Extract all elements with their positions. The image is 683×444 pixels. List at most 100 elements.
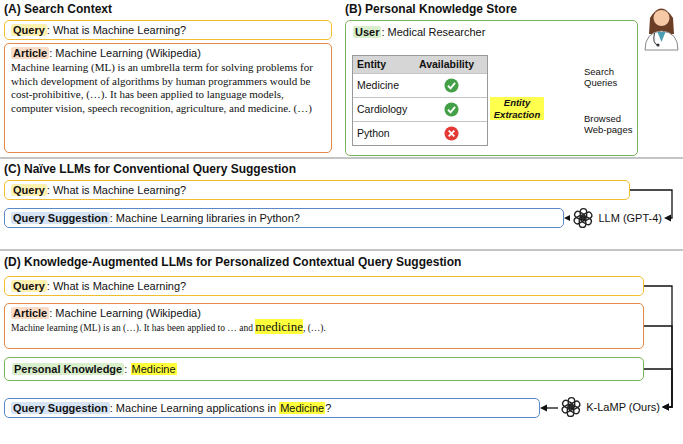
field-label: Query Suggestion bbox=[11, 402, 110, 414]
field-text: Machine learning (ML) is an umbrella ter… bbox=[11, 61, 325, 115]
arrowhead bbox=[540, 404, 547, 411]
field-text: medicine bbox=[255, 319, 303, 334]
availability-cell bbox=[415, 121, 487, 145]
text-line: Query Suggestion: Machine Learning appli… bbox=[11, 401, 533, 415]
text-line: Machine learning (ML) is an (…). It has … bbox=[11, 320, 637, 335]
knowledge-store-box: User: Medical ResearcherEntity Availabili… bbox=[345, 20, 638, 156]
tool-text: LLM (GPT-4) bbox=[598, 211, 662, 225]
check-mark bbox=[448, 83, 455, 88]
field-text: Medicine bbox=[279, 402, 325, 414]
text-line: Query: What is Machine Learning? bbox=[11, 23, 325, 37]
availability-cell bbox=[415, 97, 487, 121]
connector-arrow bbox=[540, 404, 558, 411]
field-text: , (…). bbox=[303, 323, 326, 333]
query-box: Query: What is Machine Learning? bbox=[4, 180, 630, 200]
logo-petal bbox=[562, 399, 574, 410]
entity-name: Cardiology bbox=[357, 103, 407, 116]
panel-heading: (D) Knowledge-Augmented LLMs for Persona… bbox=[4, 255, 461, 269]
cross-mark bbox=[448, 131, 454, 137]
field-label: Query Suggestion bbox=[11, 212, 110, 224]
text-line: Article: Machine Learning (Wikipedia) bbox=[11, 46, 325, 60]
suggestion-box: Query Suggestion: Machine Learning libra… bbox=[4, 208, 564, 228]
field-text: : What is Machine Learning? bbox=[47, 184, 186, 196]
llm-node: LLM (GPT-4) bbox=[570, 204, 664, 232]
field-label: Query bbox=[11, 184, 47, 196]
arrowhead bbox=[662, 403, 669, 410]
field-label: Article bbox=[11, 307, 49, 319]
cross-disc bbox=[444, 126, 458, 140]
text-line: User: Medical Researcher bbox=[353, 25, 630, 39]
field-text: K-LaMP (Ours) bbox=[586, 401, 660, 413]
panel-heading: (A) Search Context bbox=[4, 2, 112, 16]
check-disc bbox=[444, 102, 458, 116]
field-text: LLM (GPT-4) bbox=[598, 212, 662, 224]
icon-caption: Browsed Web-pages bbox=[584, 113, 636, 135]
check-mark bbox=[448, 107, 455, 112]
panel-heading: (C) Naïve LLMs for Conventional Query Su… bbox=[4, 162, 296, 176]
section-divider bbox=[0, 157, 683, 158]
text-line: Personal Knowledge: Medicine bbox=[12, 362, 636, 376]
field-label: Query bbox=[11, 24, 47, 36]
logo-petal bbox=[574, 210, 586, 221]
field-label: Article bbox=[11, 47, 49, 59]
article-box: Article: Machine Learning (Wikipedia) Mac… bbox=[4, 303, 644, 349]
field-text: Medicine bbox=[131, 363, 177, 375]
text-line: LLM (GPT-4) bbox=[598, 211, 662, 225]
entity-table: Entity AvailabilityMedicineCardiologyPyth… bbox=[352, 55, 488, 146]
field-text: : Machine Learning (Wikipedia) bbox=[49, 307, 201, 319]
field-text: Machine learning (ML) is an (…). It has … bbox=[11, 323, 255, 333]
text-line: Article: Machine Learning (Wikipedia) bbox=[11, 306, 637, 320]
arrowhead bbox=[664, 214, 671, 221]
check-icon bbox=[444, 78, 459, 93]
field-text: ? bbox=[325, 402, 331, 414]
connector-arrow bbox=[644, 286, 672, 411]
check-disc bbox=[444, 78, 458, 92]
klamp-node: K-LaMP (Ours) bbox=[558, 393, 662, 421]
field-text: : What is Machine Learning? bbox=[47, 280, 186, 292]
process-label: Entity Extraction bbox=[490, 97, 544, 120]
panel-heading: (B) Personal Knowledge Store bbox=[345, 2, 517, 16]
query-box: Query: What is Machine Learning? bbox=[4, 276, 644, 296]
text-line: Query: What is Machine Learning? bbox=[11, 183, 623, 197]
table-cell: Cardiology bbox=[353, 97, 415, 121]
article-box: Article: Machine Learning (Wikipedia)Mac… bbox=[4, 43, 332, 153]
availability-cell bbox=[415, 73, 487, 97]
table-header-cell: Availability bbox=[415, 56, 487, 73]
query-box: Query: What is Machine Learning? bbox=[4, 20, 332, 40]
personal-knowledge-box: Personal Knowledge: Medicine bbox=[4, 357, 644, 381]
text-line: Machine learning (ML) is an umbrella ter… bbox=[11, 61, 325, 115]
table-cell: Medicine bbox=[353, 73, 415, 97]
field-text: : bbox=[124, 363, 127, 375]
icon-caption: Search Queries bbox=[584, 66, 634, 88]
entity-name: Python bbox=[357, 127, 390, 140]
text-line: K-LaMP (Ours) bbox=[586, 400, 660, 414]
doctor-icon bbox=[645, 9, 678, 51]
field-text: : Machine Learning libraries in Python? bbox=[110, 212, 300, 224]
column-heading: Availability bbox=[419, 58, 474, 70]
table-header-cell: Entity bbox=[353, 56, 415, 73]
entity-name: Medicine bbox=[357, 79, 399, 92]
table-cell: Python bbox=[353, 121, 415, 145]
column-heading: Entity bbox=[357, 58, 386, 70]
arrowhead bbox=[662, 403, 669, 410]
field-label: Personal Knowledge bbox=[12, 363, 124, 375]
connector-line bbox=[546, 407, 558, 408]
suggestion-box: Query Suggestion: Machine Learning appli… bbox=[4, 398, 540, 418]
llm-logo bbox=[560, 396, 582, 418]
check-icon bbox=[444, 102, 459, 117]
field-text: : Medical Researcher bbox=[381, 26, 485, 38]
field-text: : What is Machine Learning? bbox=[47, 24, 186, 36]
cross-icon bbox=[444, 126, 459, 141]
text-line: Query: What is Machine Learning? bbox=[11, 279, 637, 293]
field-text: : Machine Learning applications in bbox=[110, 402, 279, 414]
table-grid: Entity AvailabilityMedicineCardiologyPyth… bbox=[353, 56, 487, 145]
arrowhead bbox=[662, 403, 669, 410]
section-divider bbox=[0, 249, 683, 250]
tool-text: K-LaMP (Ours) bbox=[586, 400, 660, 414]
connector-line bbox=[644, 286, 672, 407]
field-label: Query bbox=[11, 280, 47, 292]
text-line: Query Suggestion: Machine Learning libra… bbox=[11, 211, 557, 225]
field-text: : Machine Learning (Wikipedia) bbox=[49, 47, 201, 59]
field-label: User bbox=[353, 26, 381, 38]
